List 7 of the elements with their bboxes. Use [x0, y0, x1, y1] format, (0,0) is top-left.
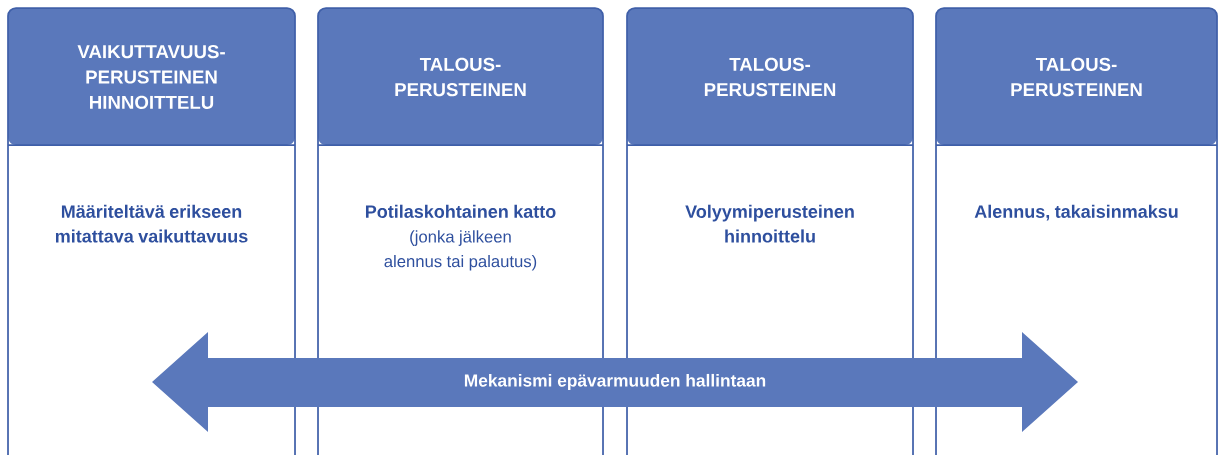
node-label: Määriteltävä erikseen mitattava vaikuttavuus [55, 204, 248, 243]
node-label: (jonka jälkeen alennus tai palautus) [384, 230, 537, 271]
node-label: Alennus, takaisinmaksu [974, 204, 1178, 221]
column-card: TALOUS- PERUSTEINEN Alennus, takaisinmaksu [935, 7, 1218, 455]
node-label: Volyymiperusteinen hinnoittelu [685, 204, 854, 243]
node-label: Potilaskohtainen katto [365, 204, 556, 218]
column-card: VAIKUTTAVUUS- PERUSTEINEN HINNOITTELU Määriteltävä erikseen mitattava vaikuttavuus [7, 7, 296, 455]
